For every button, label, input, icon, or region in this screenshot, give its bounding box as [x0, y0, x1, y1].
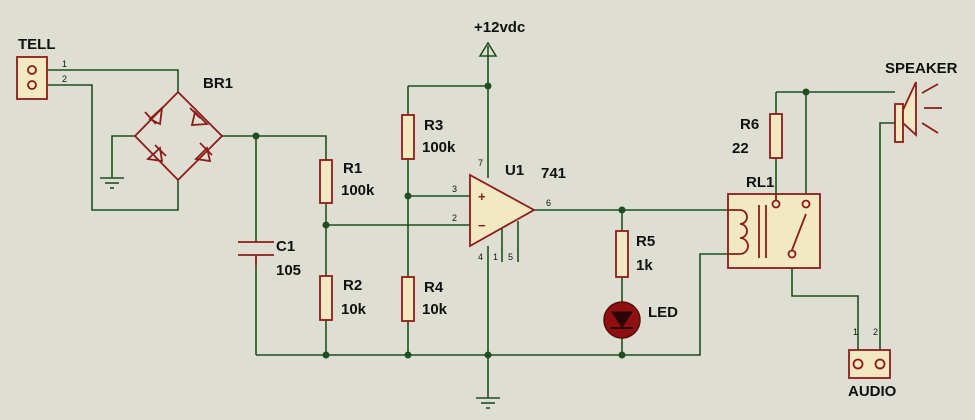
op-amp-pin1: 1 [493, 252, 498, 262]
op-amp-minus-sign: − [478, 218, 486, 233]
junction-dot [618, 351, 626, 359]
junction-dot [618, 206, 626, 214]
op-amp-ref: U1 [505, 162, 524, 179]
bridge-rectifier: BR1 [133, 75, 233, 182]
r5-ref: R5 [636, 233, 655, 250]
tell-pin1: 1 [62, 59, 67, 69]
ground-symbol-main [476, 397, 500, 409]
op-amp-pin2: 2 [452, 213, 457, 223]
r2-value: 10k [341, 301, 367, 318]
speaker-icon: SPEAKER [885, 60, 958, 143]
op-amp-u1: + − U1 741 7 3 2 6 4 1 5 [452, 158, 566, 262]
op-amp-pin3: 3 [452, 184, 457, 194]
audio-pin1: 1 [853, 327, 858, 337]
resistor-r2: R2 10k [319, 275, 367, 321]
junction-dot [322, 351, 330, 359]
junction-dot [484, 351, 492, 359]
speaker-ref: SPEAKER [885, 60, 958, 77]
resistor-r1: R1 100k [319, 159, 375, 204]
audio-connector: 1 2 AUDIO [848, 327, 897, 400]
r4-value: 10k [422, 301, 448, 318]
r1-value: 100k [341, 182, 375, 199]
bridge-ref: BR1 [203, 75, 233, 92]
ground-symbol-left [100, 177, 124, 189]
resistor-r3: R3 100k [401, 114, 456, 160]
c1-ref: C1 [276, 238, 295, 255]
c1-value: 105 [276, 262, 301, 279]
op-amp-plus-sign: + [478, 189, 486, 204]
resistor-r6: R6 22 [732, 113, 783, 159]
tell-pin2: 2 [62, 74, 67, 84]
wires [32, 56, 895, 398]
r6-ref: R6 [740, 116, 759, 133]
r1-ref: R1 [343, 160, 362, 177]
op-amp-pin6: 6 [546, 198, 551, 208]
op-amp-pin7: 7 [478, 158, 483, 168]
led: LED [603, 301, 678, 339]
audio-ref: AUDIO [848, 383, 897, 400]
op-amp-value: 741 [541, 165, 566, 182]
junction-dot [252, 132, 260, 140]
junction-dot [404, 351, 412, 359]
r3-ref: R3 [424, 117, 443, 134]
supply-label: +12vdc [474, 19, 525, 36]
relay-rl1: RL1 [727, 174, 821, 269]
r2-ref: R2 [343, 277, 362, 294]
junction-dot [802, 88, 810, 96]
audio-pin2: 2 [873, 327, 878, 337]
junction-dot [404, 192, 412, 200]
op-amp-pin5: 5 [508, 252, 513, 262]
resistor-r5: R5 1k [615, 230, 655, 278]
resistor-r4: R4 10k [401, 276, 448, 322]
capacitor-c1: C1 105 [238, 238, 301, 279]
op-amp-pin4: 4 [478, 252, 483, 262]
tell-connector: TELL 1 2 [16, 36, 67, 100]
r4-ref: R4 [424, 279, 444, 296]
junction-dot [322, 221, 330, 229]
led-ref: LED [648, 304, 678, 321]
relay-ref: RL1 [746, 174, 774, 191]
junction-dot [484, 82, 492, 90]
r3-value: 100k [422, 139, 456, 156]
r5-value: 1k [636, 257, 653, 274]
junctions [252, 82, 810, 359]
r6-value: 22 [732, 140, 749, 157]
supply-terminal: +12vdc [474, 19, 525, 57]
tell-ref: TELL [18, 36, 56, 53]
